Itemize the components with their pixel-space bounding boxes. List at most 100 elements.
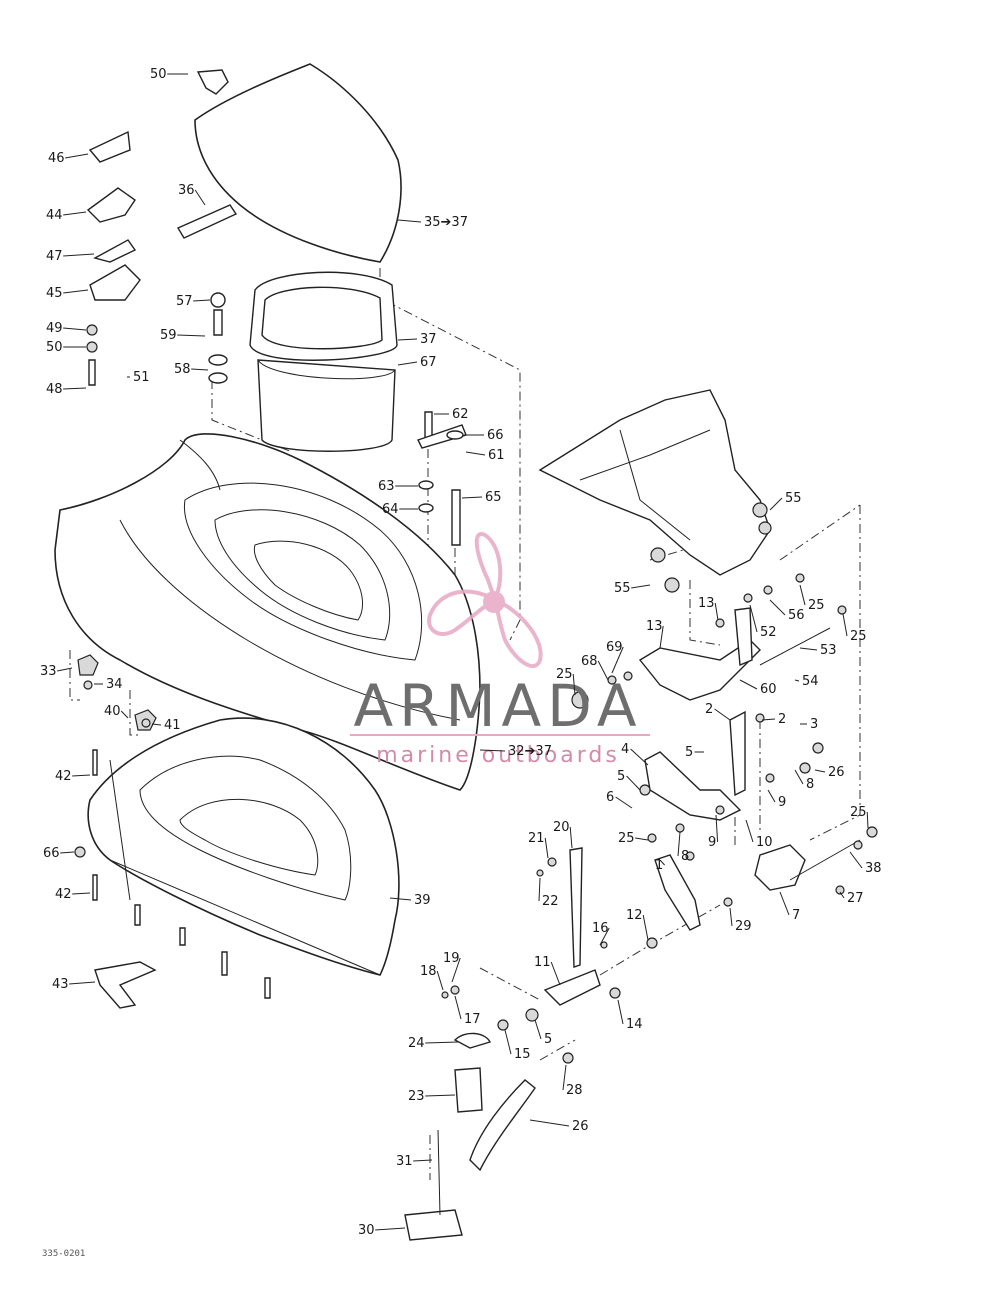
callout-label: 3 bbox=[810, 717, 818, 732]
callout-leader bbox=[63, 327, 87, 331]
callout-label: 23 bbox=[408, 1089, 425, 1104]
lower-frame bbox=[87, 717, 400, 976]
callout-label: 33 bbox=[40, 664, 57, 679]
callout-leader bbox=[436, 970, 444, 991]
callout-leader bbox=[479, 749, 506, 752]
callout-label: 62 bbox=[452, 407, 469, 422]
callout-label: 11 bbox=[534, 955, 551, 970]
callout-leader bbox=[749, 604, 758, 633]
callout-leader bbox=[63, 211, 87, 216]
callout-leader bbox=[849, 851, 863, 869]
watermark-brand: ARMADA bbox=[353, 672, 642, 740]
callout-label: 13 bbox=[698, 596, 715, 611]
callout-label: 43 bbox=[52, 977, 69, 992]
callout-label: 5 bbox=[544, 1032, 552, 1047]
callout-label: 57 bbox=[176, 294, 193, 309]
callout-leader bbox=[60, 851, 75, 854]
callout-label: 9 bbox=[708, 835, 716, 850]
callout-label: 26 bbox=[828, 765, 845, 780]
callout-leader bbox=[425, 1041, 459, 1044]
callout-label: 44 bbox=[46, 208, 63, 223]
callout-leader bbox=[529, 1119, 570, 1127]
callout-label: 51 bbox=[133, 370, 150, 385]
callout-leader bbox=[177, 334, 206, 337]
callout-leader bbox=[839, 891, 845, 899]
steering-cable-assembly bbox=[404, 847, 601, 1241]
callout-leader bbox=[729, 907, 733, 927]
callout-leader bbox=[779, 891, 790, 916]
callout-leader bbox=[397, 361, 418, 366]
callout-leader bbox=[794, 769, 804, 785]
callout-leader bbox=[151, 723, 162, 726]
callout-label: 26 bbox=[572, 1119, 589, 1134]
callout-leader bbox=[194, 189, 206, 206]
callout-label: 12 bbox=[626, 908, 643, 923]
callout-label: 38 bbox=[865, 861, 882, 876]
callout-leader bbox=[65, 153, 89, 159]
callout-leader bbox=[599, 927, 610, 946]
callout-label: 53 bbox=[820, 643, 837, 658]
callout-label: 19 bbox=[443, 951, 460, 966]
callout-label: 5 bbox=[685, 745, 693, 760]
callout-leader bbox=[767, 789, 776, 803]
callout-label: 8 bbox=[806, 777, 814, 792]
callout-label: 66 bbox=[43, 846, 60, 861]
callout-label: 50 bbox=[46, 340, 63, 355]
callout-label: 45 bbox=[46, 286, 63, 301]
callout-leader bbox=[534, 1019, 542, 1040]
callout-leader bbox=[425, 1094, 456, 1097]
callout-leader bbox=[761, 718, 776, 721]
callout-leader bbox=[769, 497, 783, 511]
callout-label: 9 bbox=[778, 795, 786, 810]
callout-label: 59 bbox=[160, 328, 177, 343]
callout-leader bbox=[57, 667, 73, 672]
callout-label: 4 bbox=[621, 742, 629, 757]
callout-label: 21 bbox=[528, 831, 545, 846]
callout-leader bbox=[63, 289, 89, 294]
callout-leader bbox=[615, 796, 633, 809]
callout-label: 36 bbox=[178, 183, 195, 198]
callout-label: 40 bbox=[104, 704, 121, 719]
callout-label: 25 bbox=[618, 831, 635, 846]
callout-leader bbox=[72, 774, 91, 777]
callout-leader bbox=[63, 387, 87, 390]
drawing-code: 335-0201 bbox=[42, 1249, 85, 1259]
callout-label: 63 bbox=[378, 479, 395, 494]
callout-leader bbox=[461, 496, 483, 499]
callout-leader bbox=[550, 961, 561, 986]
callout-leader bbox=[569, 826, 573, 849]
callout-label: 41 bbox=[164, 718, 181, 733]
callout-leader bbox=[814, 769, 826, 773]
callout-leader bbox=[714, 708, 731, 721]
callout-label: 17 bbox=[464, 1012, 481, 1027]
callout-leader bbox=[63, 253, 95, 257]
watermark: ARMADA marine outboards bbox=[350, 532, 650, 768]
callout-label: 46 bbox=[48, 151, 65, 166]
callout-label: 10 bbox=[756, 835, 773, 850]
callout-leader bbox=[597, 660, 609, 681]
callout-label: 52 bbox=[760, 625, 777, 640]
callout-leader bbox=[120, 710, 129, 719]
callout-label: 69 bbox=[606, 640, 623, 655]
callout-label: 32➔37 bbox=[508, 744, 552, 759]
callout-leader bbox=[626, 775, 641, 791]
callout-label: 48 bbox=[46, 382, 63, 397]
callout-label: 5 bbox=[617, 769, 625, 784]
callout-leader bbox=[799, 647, 818, 651]
callout-leader bbox=[842, 613, 848, 637]
callout-leader bbox=[714, 602, 719, 621]
callout-label: 15 bbox=[514, 1047, 531, 1062]
callout-label: 67 bbox=[420, 355, 437, 370]
callout-label: 49 bbox=[46, 321, 63, 336]
callout-leader bbox=[769, 599, 786, 616]
callout-label: 58 bbox=[174, 362, 191, 377]
callout-leader bbox=[617, 999, 624, 1025]
callout-leader bbox=[631, 584, 651, 589]
callout-label: 37 bbox=[420, 332, 437, 347]
callout-leader bbox=[866, 811, 869, 829]
callout-label: 42 bbox=[55, 887, 72, 902]
callout-leader bbox=[572, 673, 576, 696]
callout-label: 56 bbox=[788, 608, 805, 623]
callout-leader bbox=[799, 584, 806, 606]
watermark-tagline: marine outboards bbox=[376, 743, 620, 768]
